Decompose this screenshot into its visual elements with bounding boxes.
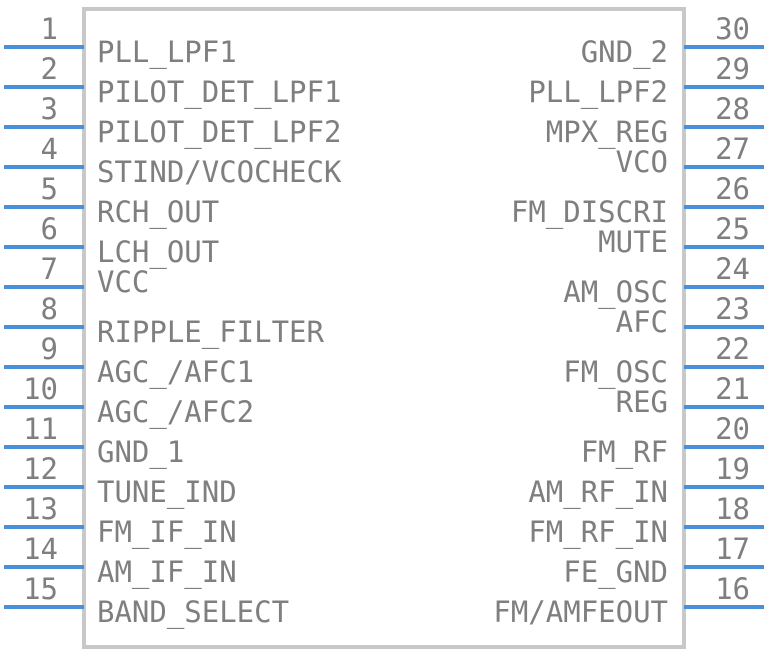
pin-4-number: 4: [41, 132, 58, 166]
pin-17-name: FE_GND: [563, 555, 668, 590]
pin-26-number: 26: [715, 172, 750, 206]
pin-7-name: VCC: [97, 265, 149, 299]
pin-27-name: VCO: [616, 145, 668, 179]
pin-26-name: FM_DISCRI: [511, 195, 668, 230]
pin-19-number: 19: [715, 452, 750, 486]
pin-18-name: FM_RF_IN: [528, 515, 668, 550]
pin-1-number: 1: [41, 12, 58, 46]
pin-8-number: 8: [41, 292, 58, 326]
pin-17-number: 17: [715, 532, 750, 566]
pin-2-number: 2: [41, 52, 58, 86]
pin-27-number: 27: [715, 132, 750, 166]
pin-19-name: AM_RF_IN: [528, 475, 668, 510]
pin-11-number: 11: [23, 412, 58, 446]
pin-30-number: 30: [715, 12, 750, 46]
pin-12-number: 12: [23, 452, 58, 486]
pin-6-number: 6: [41, 212, 58, 246]
pin-3-name: PILOT_DET_LPF2: [97, 115, 341, 150]
pin-2-name: PILOT_DET_LPF1: [97, 75, 341, 110]
pin-24-number: 24: [715, 252, 750, 286]
pin-30-name: GND_2: [581, 35, 668, 70]
pin-20-name: FM_RF: [581, 435, 668, 470]
pin-13-name: FM_IF_IN: [97, 515, 237, 550]
pin-9-name: AGC_/AFC1: [97, 355, 254, 390]
pin-28-name: MPX_REG: [546, 115, 668, 150]
pin-5-number: 5: [41, 172, 58, 206]
ic-body: [82, 7, 686, 649]
pin-12-name: TUNE_IND: [97, 475, 237, 510]
pin-23-name: AFC: [616, 305, 668, 339]
pin-14-name: AM_IF_IN: [97, 555, 237, 590]
pin-5-name: RCH_OUT: [97, 195, 219, 230]
pin-10-name: AGC_/AFC2: [97, 395, 254, 430]
pin-21-name: REG: [616, 385, 668, 419]
pin-22-number: 22: [715, 332, 750, 366]
pin-25-name: MUTE: [598, 225, 668, 259]
pin-25-number: 25: [715, 212, 750, 246]
pin-13-number: 13: [23, 492, 58, 526]
pin-10-number: 10: [23, 372, 58, 406]
pin-4-name: STIND/VCOCHECK: [97, 155, 342, 189]
pin-22-name: FM_OSC: [563, 355, 668, 390]
pin-28-number: 28: [715, 92, 750, 126]
pin-14-number: 14: [23, 532, 58, 566]
pin-7-number: 7: [41, 252, 58, 286]
pin-29-name: PLL_LPF2: [528, 75, 668, 110]
pin-20-number: 20: [715, 412, 750, 446]
pin-21-number: 21: [715, 372, 750, 406]
pin-3-number: 3: [41, 92, 58, 126]
pin-11-name: GND_1: [97, 435, 184, 470]
pin-29-number: 29: [715, 52, 750, 86]
pin-24-name: AM_OSC: [563, 275, 668, 310]
pin-6-name: LCH_OUT: [97, 235, 219, 270]
pin-1-name: PLL_LPF1: [97, 35, 237, 70]
pin-23-number: 23: [715, 292, 750, 326]
pin-8-name: RIPPLE_FILTER: [97, 315, 325, 350]
pin-16-name: FM/AMFEOUT: [493, 595, 668, 629]
pin-16-number: 16: [715, 572, 750, 606]
pin-15-number: 15: [23, 572, 58, 606]
pin-9-number: 9: [41, 332, 58, 366]
pin-15-name: BAND_SELECT: [97, 595, 289, 630]
pin-18-number: 18: [715, 492, 750, 526]
